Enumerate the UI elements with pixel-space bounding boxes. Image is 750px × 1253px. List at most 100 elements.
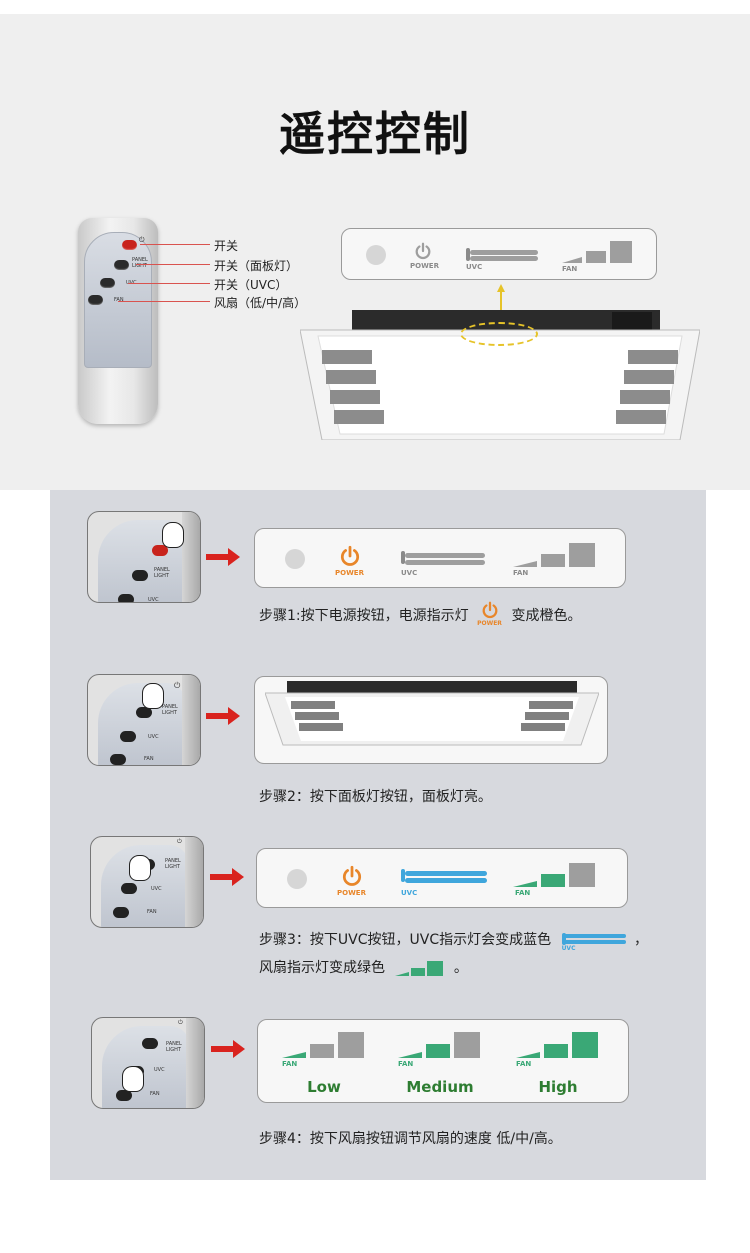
uvc-tube-icon (405, 560, 485, 565)
remote-control: ⏻ PANEL LIGHT UVC FAN (78, 218, 158, 424)
fan-label: FAN (516, 1060, 532, 1068)
callout-line (118, 301, 210, 302)
step3-text-line1: 步骤3：按下UVC按钮，UVC指示灯会变成蓝色 UVC ， (259, 929, 649, 952)
remote-panel-light-button[interactable] (142, 1038, 158, 1049)
uvc-tube-cap (466, 248, 470, 261)
sensor-circle (285, 549, 305, 569)
arrow-right-icon (206, 707, 240, 725)
remote-panel-label: PANEL (162, 704, 178, 710)
pressing-finger-icon (142, 683, 164, 709)
uvc-tube-icon (470, 250, 538, 255)
remote-uvc-button[interactable] (121, 883, 137, 894)
fan-level-medium-icon (398, 1032, 480, 1058)
uvc-label: UVC (466, 263, 483, 271)
page-title: 遥控控制 (279, 107, 471, 161)
power-icon (415, 242, 431, 260)
power-icon: ⏻ (178, 1019, 183, 1026)
remote-uvc-button[interactable] (118, 594, 134, 602)
inline-power-icon: POWER (473, 601, 507, 627)
remote-panel-label: PANEL (154, 567, 170, 573)
sensor-circle (366, 245, 386, 265)
step2-text: 步骤2：按下面板灯按钮，面板灯亮。 (259, 789, 492, 805)
step3-text-part: 风扇指示灯变成绿色 (259, 960, 385, 976)
remote-panel-label: PANEL (165, 858, 181, 864)
uvc-tube-icon (470, 256, 538, 261)
uvc-label: UVC (401, 569, 418, 577)
power-label: POWER (335, 569, 364, 577)
remote-panel-light-button[interactable] (132, 570, 148, 581)
step3-text-part: ， (634, 932, 649, 948)
indicator-panel: POWER UVC FAN (341, 228, 657, 280)
fan-level-icon (513, 543, 595, 567)
fan-label: FAN (515, 889, 531, 897)
inline-power-label: POWER (477, 620, 502, 627)
fan-level-low-icon (282, 1032, 364, 1058)
uvc-tube-icon (405, 553, 485, 558)
remote-uvc-label: UVC (148, 734, 159, 740)
fan-level-icon (513, 863, 595, 887)
pressing-finger-icon (122, 1066, 144, 1092)
callout-line (136, 264, 210, 265)
callout-power: 开关 (214, 239, 239, 253)
callout-line (140, 244, 210, 245)
arrow-up-icon (497, 284, 505, 318)
step3-text-part: 。 (453, 960, 468, 976)
uvc-tube-icon (405, 878, 487, 883)
lit-panel-light-image (265, 681, 599, 746)
fan-level-high-icon (516, 1032, 598, 1058)
ceiling-unit-image (300, 310, 700, 440)
power-icon: ⏻ (177, 838, 182, 845)
power-icon (340, 545, 360, 566)
sensor-circle (287, 869, 307, 889)
callout-panel-light: 开关（面板灯） (214, 259, 299, 273)
step2-panel-image (254, 676, 608, 764)
fan-label: FAN (513, 569, 529, 577)
remote-fan-label: FAN (150, 1091, 160, 1097)
callout-fan: 风扇（低/中/高） (214, 296, 307, 310)
remote-light-label: LIGHT (154, 573, 169, 579)
remote-fan-label: FAN (114, 297, 124, 303)
remote-panel-label: PANEL (166, 1041, 182, 1047)
step3-text-line2: 风扇指示灯变成绿色 。 (259, 957, 468, 977)
remote-uvc-label: UVC (151, 886, 162, 892)
uvc-tube-cap (401, 869, 405, 882)
remote-panel-light-button[interactable] (136, 707, 152, 718)
remote-power-button[interactable] (152, 545, 168, 556)
remote-light-label: LIGHT (132, 263, 147, 269)
arrow-right-icon (211, 1040, 245, 1058)
step2-remote: ⏻ PANEL LIGHT UVC FAN (87, 674, 201, 766)
remote-fan-button[interactable] (113, 907, 129, 918)
arrow-right-icon (206, 548, 240, 566)
uvc-tube-cap (401, 551, 405, 564)
remote-uvc-label: UVC (148, 597, 159, 603)
step4-text: 步骤4：按下风扇按钮调节风扇的速度 低/中/高。 (259, 1131, 562, 1147)
step1-remote: ⏻ PANEL LIGHT UVC (87, 511, 201, 603)
inline-fan-green-icon (395, 961, 444, 976)
step4-remote: ⏻ PANEL LIGHT UVC FAN (91, 1017, 205, 1109)
remote-panel-light-button[interactable] (114, 260, 129, 270)
power-icon: ⏻ (139, 236, 145, 244)
fan-level-icon (562, 241, 632, 263)
step4-fan-speed-panel: FAN Low FAN Medium FAN High (257, 1019, 629, 1103)
remote-uvc-button[interactable] (100, 278, 115, 288)
pressing-finger-icon (129, 855, 151, 881)
remote-fan-button[interactable] (116, 1090, 132, 1101)
remote-fan-button[interactable] (110, 754, 126, 765)
remote-light-label: LIGHT (165, 864, 180, 870)
step1-text-part: 步骤1:按下电源按钮，电源指示灯 (259, 608, 469, 624)
remote-fan-button[interactable] (88, 295, 103, 305)
remote-uvc-button[interactable] (120, 731, 136, 742)
fan-label: FAN (562, 265, 578, 273)
remote-uvc-label: UVC (154, 1067, 165, 1073)
speed-low-label: Low (307, 1078, 341, 1096)
remote-power-button[interactable] (122, 240, 137, 250)
speed-medium-label: Medium (406, 1078, 474, 1096)
speed-high-label: High (538, 1078, 578, 1096)
step3-remote: ⏻ PANEL LIGHT UVC FAN (90, 836, 204, 928)
pressing-finger-icon (162, 522, 184, 548)
remote-fan-label: FAN (147, 909, 157, 915)
step1-text-part: 变成橙色。 (511, 608, 582, 624)
power-icon: ⏻ (174, 681, 181, 690)
step3-indicator-panel: POWER UVC FAN (256, 848, 628, 908)
